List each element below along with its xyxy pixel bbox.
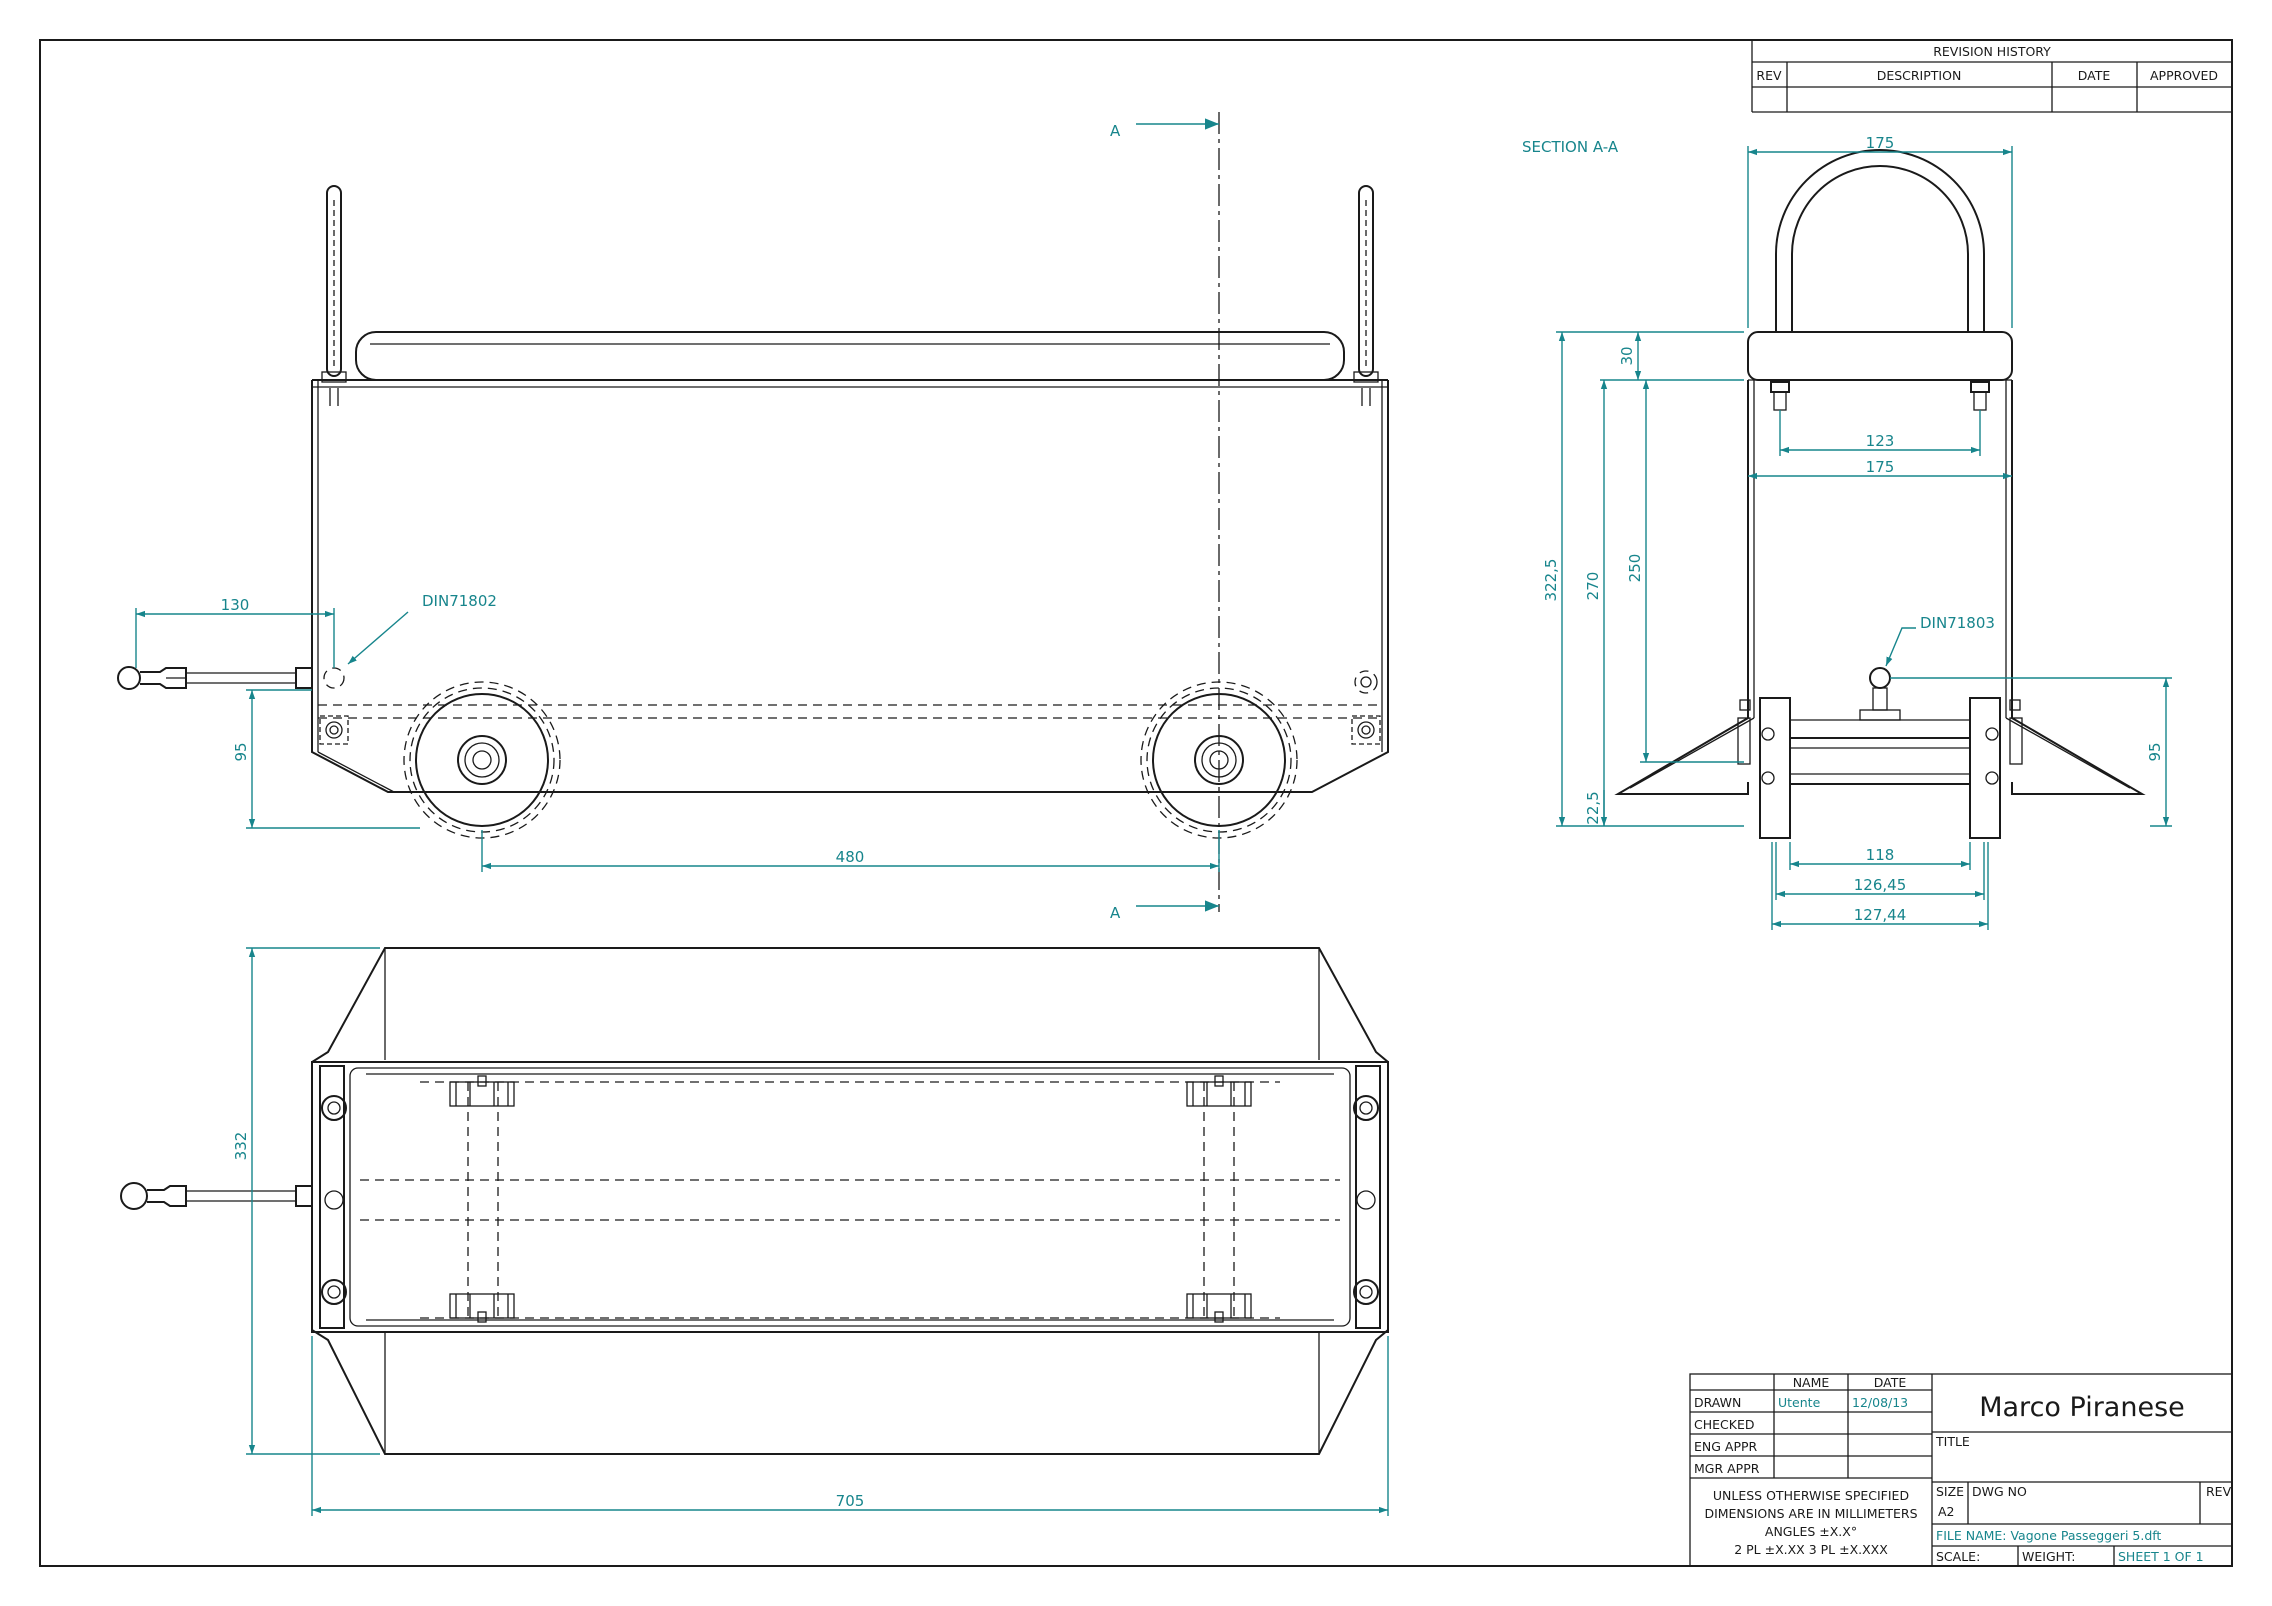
dim-wall-height: 250 (1626, 554, 1644, 583)
sheet-border (39, 39, 2233, 1567)
section-label-a-top: A (1110, 122, 1121, 140)
dim-top-length: 705 (836, 1492, 865, 1510)
callout-din71802: DIN71802 (422, 592, 497, 610)
side-view (117, 112, 1389, 912)
din71802-ball (323, 667, 345, 689)
tb-header-date: DATE (1874, 1375, 1907, 1390)
title-block: NAME DATE DRAWN Utente 12/08/13 CHECKED … (1689, 1373, 2233, 1567)
tb-sheet: SHEET 1 OF 1 (2118, 1549, 2204, 1564)
tb-dwgno-label: DWG NO (1972, 1484, 2027, 1499)
tb-row-eng-label: ENG APPR (1694, 1439, 1758, 1454)
dim-total-height: 322,5 (1542, 559, 1560, 602)
dim-axle-3: 127,44 (1854, 906, 1907, 924)
tb-row-drawn-label: DRAWN (1694, 1395, 1741, 1410)
section-view (1614, 149, 2146, 839)
tb-note-2: DIMENSIONS ARE IN MILLIMETERS (1704, 1506, 1917, 1521)
top-view-dimensions: 332 705 (232, 947, 1389, 1516)
dim-axle-1: 118 (1866, 846, 1895, 864)
tb-note-3: ANGLES ±X.X° (1765, 1524, 1857, 1539)
revision-history-table: REVISION HISTORY REV DESCRIPTION DATE AP… (1751, 40, 2232, 113)
dim-inner-width: 175 (1866, 458, 1895, 476)
tb-weight-label: WEIGHT: (2022, 1549, 2076, 1564)
side-view-dimensions: 130 95 480 DIN71802 (135, 592, 1220, 872)
section-marker-bottom: A (1110, 900, 1219, 922)
bolt-heads (321, 1095, 1379, 1305)
approved-column-header: APPROVED (2150, 68, 2218, 83)
tb-file-name: FILE NAME: Vagone Passeggeri 5.dft (1936, 1528, 2161, 1543)
seat-outline-top (349, 1067, 1351, 1327)
dim-seat: 30 (1618, 346, 1636, 365)
tb-title-label: TITLE (1935, 1434, 1970, 1449)
top-outline (311, 947, 1389, 1455)
dim-wheelbase: 480 (836, 848, 865, 866)
date-column-header: DATE (2078, 68, 2111, 83)
dim-axle-2: 126,45 (1854, 876, 1907, 894)
section-label-a-bottom: A (1110, 904, 1121, 922)
description-column-header: DESCRIPTION (1877, 68, 1962, 83)
seat-section (1747, 331, 2013, 381)
tb-row-drawn-date: 12/08/13 (1852, 1395, 1908, 1410)
seat-cushion (355, 331, 1345, 381)
tb-scale-label: SCALE: (1936, 1549, 1980, 1564)
tb-header-name: NAME (1793, 1375, 1830, 1390)
dim-side-height: 95 (232, 742, 250, 761)
tb-note-4: 2 PL ±X.XX 3 PL ±X.XXX (1734, 1542, 1888, 1557)
wagon-body (311, 380, 1389, 793)
dim-section-top-width: 175 (1866, 134, 1895, 152)
dim-top-width: 332 (232, 1132, 250, 1161)
section-dimensions: 175 123 175 30 322,5 270 250 22,5 95 118 (1542, 134, 2172, 930)
section-title: SECTION A-A (1522, 138, 1619, 156)
revision-history-title: REVISION HISTORY (1933, 44, 2051, 59)
wheel-set-top-front (449, 1075, 515, 1323)
rev-column-header: REV (1756, 68, 1782, 83)
tb-size-value: A2 (1938, 1504, 1955, 1519)
dim-axle-height: 95 (2146, 742, 2164, 761)
post-left (326, 185, 342, 377)
tb-row-mgr-label: MGR APPR (1694, 1461, 1760, 1476)
din71803-ball (1869, 667, 1891, 689)
section-marker-top: A (1110, 118, 1219, 140)
tb-note-1: UNLESS OTHERWISE SPECIFIED (1713, 1488, 1909, 1503)
dim-bolt-spacing: 123 (1866, 432, 1895, 450)
wheel-set-top-rear (1186, 1075, 1252, 1323)
post-right (1358, 185, 1374, 377)
tb-size-label: SIZE (1936, 1484, 1964, 1499)
tb-company: Marco Piranese (1979, 1392, 2185, 1423)
top-view (120, 947, 1389, 1455)
dim-handle: 130 (221, 596, 250, 614)
dim-body-height: 270 (1584, 572, 1602, 601)
tow-ring (117, 666, 141, 690)
dim-bottom: 22,5 (1584, 791, 1602, 824)
tb-row-checked-label: CHECKED (1694, 1417, 1754, 1432)
handle-arch-outer (1775, 149, 1985, 332)
callout-din71803: DIN71803 (1920, 614, 1995, 632)
handle-arch-inner (1791, 165, 1969, 332)
tb-rev-label: REV (2206, 1484, 2232, 1499)
axle (1789, 737, 1971, 785)
tb-row-drawn-name: Utente (1778, 1395, 1821, 1410)
